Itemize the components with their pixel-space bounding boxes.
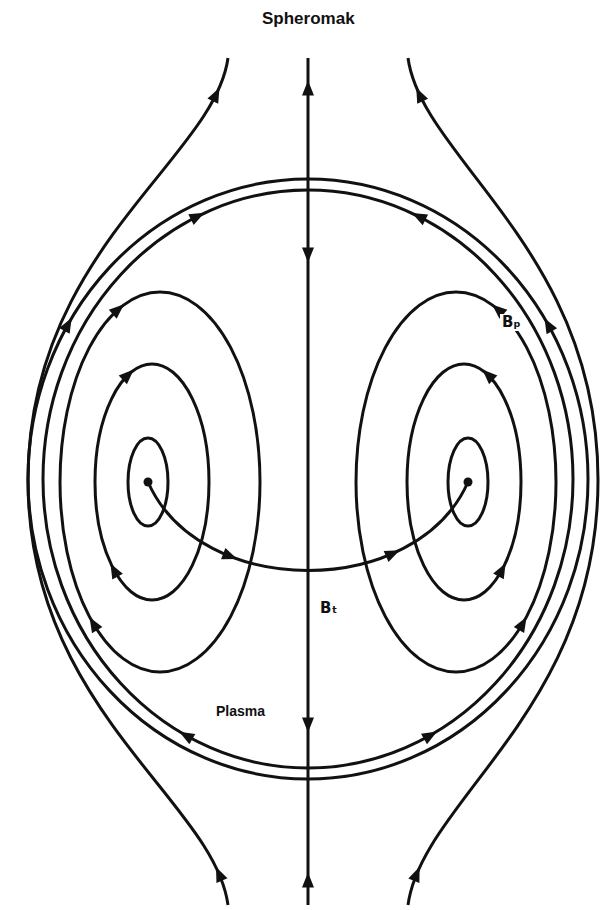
field-arrowhead — [493, 563, 505, 579]
field-arrowhead — [412, 213, 428, 225]
field-arrowhead — [109, 304, 124, 318]
field-arrowhead — [216, 867, 227, 883]
poloidal-field-line — [407, 364, 521, 600]
field-arrowhead — [421, 732, 437, 745]
magnetic-axis-dot — [464, 478, 473, 487]
poloidal-field-line — [128, 438, 168, 526]
field-arrowhead — [188, 213, 204, 225]
field-arrowhead — [514, 617, 527, 633]
region-label: Plasma — [214, 704, 267, 719]
field-arrowhead — [384, 550, 400, 562]
field-arrowhead — [302, 248, 314, 263]
magnetic-axis-dot — [144, 478, 153, 487]
field-arrowhead — [221, 548, 237, 559]
field-arrowhead — [302, 718, 314, 733]
field-arrowhead — [110, 563, 122, 579]
diagram-title: Spheromak — [262, 10, 355, 29]
field-arrowhead — [408, 867, 419, 883]
field-arrowhead — [544, 318, 557, 334]
axis-field-line — [307, 58, 310, 905]
poloidal-field-line — [95, 364, 209, 600]
toroidal-field-line — [148, 482, 468, 571]
field-label: Bₜ — [318, 600, 339, 617]
poloidal-field-line — [356, 292, 556, 672]
field-arrowhead — [119, 370, 134, 385]
field-arrowhead — [179, 732, 195, 745]
poloidal-field-line — [448, 438, 488, 526]
field-arrowhead — [302, 81, 314, 96]
open-field-line — [408, 58, 598, 480]
field-arrowhead — [416, 88, 428, 104]
field-arrowhead — [59, 318, 72, 334]
field-arrowhead — [482, 370, 497, 385]
field-arrowhead — [90, 617, 103, 633]
field-arrowhead — [207, 88, 219, 104]
field-arrowhead — [302, 873, 314, 888]
poloidal-field-line — [60, 292, 260, 672]
field-label: Bₚ — [500, 314, 523, 331]
